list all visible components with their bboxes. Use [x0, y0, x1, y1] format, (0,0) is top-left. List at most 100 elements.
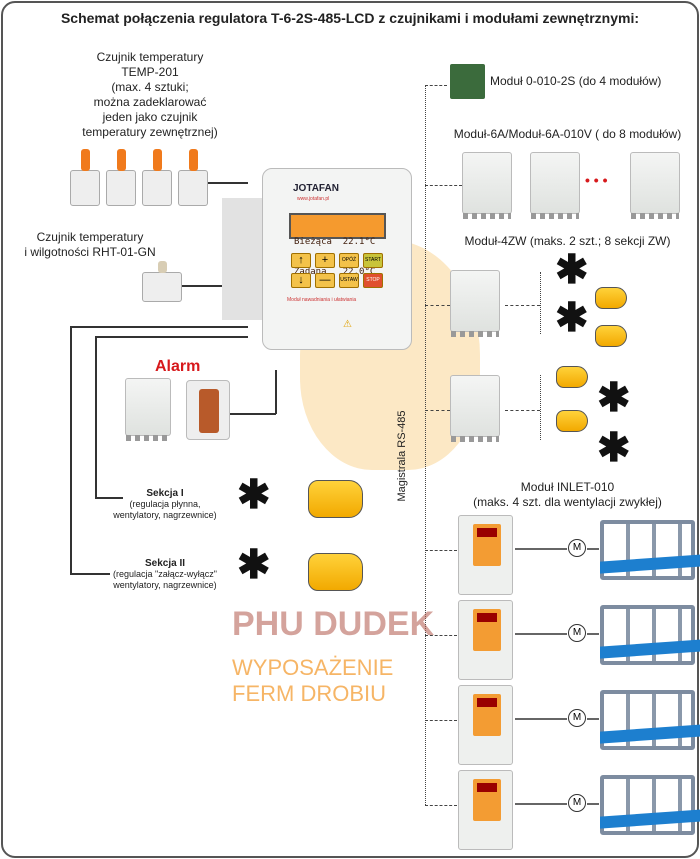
label-line: (regulacja "załącz-wyłącz" [113, 569, 217, 579]
wire [70, 573, 110, 575]
humidity-sensor-label: Czujnik temperatury i wilgotności RHT-01… [10, 230, 170, 260]
down-button[interactable]: ↓ [291, 273, 311, 288]
wire [70, 326, 248, 328]
bus-wire [425, 635, 457, 636]
watermark-text: PHU DUDEK [232, 605, 435, 643]
wire [95, 497, 123, 499]
wire [587, 803, 599, 805]
title: Schemat połączenia regulatora T-6-2S-485… [60, 10, 640, 26]
wire [70, 326, 72, 574]
fan-icon: ✱ [237, 473, 271, 517]
module-4zw-2 [450, 375, 500, 442]
controller: JOTAFAN www.jotafan.pl Bieżąca 22.1°C Za… [262, 168, 412, 350]
bus-label: Magistrala RS-485 [396, 410, 408, 502]
label-line: i wilgotności RHT-01-GN [24, 245, 156, 259]
wire [515, 548, 567, 550]
section-2-label: Sekcja II (regulacja "załącz-wyłącz" wen… [100, 558, 230, 591]
bus-wire [425, 550, 457, 551]
start-button[interactable]: START [363, 253, 383, 268]
label-line: (max. 4 sztuki; [111, 80, 189, 94]
opoz-button[interactable]: OPÓŹ [339, 253, 359, 268]
wire [515, 803, 567, 805]
motor-icon: M [568, 624, 586, 642]
module-4zw-1 [450, 270, 500, 337]
temp-sensor-label: Czujnik temperatury TEMP-201 (max. 4 szt… [60, 50, 240, 140]
wire [505, 305, 540, 306]
label-line: Czujnik temperatury [36, 230, 144, 244]
display-line-set: Zadana 22.0°C [294, 267, 376, 277]
bus-wire [425, 720, 457, 721]
fan-icon: ✱ [597, 376, 631, 420]
section-title: Sekcja I [146, 488, 184, 499]
rs485-bus [425, 85, 426, 805]
watermark-subtext: WYPOSAŻENIE FERM DROBIU [232, 655, 394, 706]
wire [587, 718, 599, 720]
brand-logo: JOTAFAN [293, 183, 339, 194]
heater-icon [308, 553, 363, 591]
label-line: wentylatory, nagrzewnice) [113, 510, 217, 520]
temp-sensor-4 [178, 149, 208, 206]
wire [208, 182, 248, 184]
module-4zw-label: Moduł-4ZW (maks. 2 szt.; 8 sekcji ZW) [464, 234, 671, 248]
fan-icon: ✱ [237, 543, 271, 587]
fan-icon: ✱ [555, 248, 589, 292]
section-1-label: Sekcja I (regulacja płynna, wentylatory,… [100, 488, 230, 521]
motor-icon: M [568, 539, 586, 557]
wire [587, 633, 599, 635]
wire [95, 336, 248, 338]
temp-sensor-1 [70, 149, 100, 206]
wire [515, 718, 567, 720]
module-0010-board [450, 64, 485, 99]
stop-button[interactable]: STOP [363, 273, 383, 288]
label-line: (regulacja płynna, [129, 499, 201, 509]
wire [95, 336, 97, 498]
heater-icon [595, 325, 627, 347]
bus-wire [425, 410, 450, 411]
wire [182, 285, 248, 287]
plus-button[interactable]: + [315, 253, 335, 268]
wire [275, 370, 277, 414]
bus-wire [425, 805, 457, 806]
air-inlet [600, 520, 700, 580]
temp-sensor-2 [106, 149, 136, 206]
display-line-current: Bieżąca 22.1°C [294, 237, 376, 247]
inlet-module-2 [458, 600, 513, 680]
minus-button[interactable]: — [315, 273, 335, 288]
bus-wire [425, 85, 447, 86]
air-inlet [600, 775, 700, 835]
inlet-module-3 [458, 685, 513, 765]
ustaw-button[interactable]: USTAW [339, 273, 359, 288]
heater-icon [556, 410, 588, 432]
label-line: wentylatory, nagrzewnice) [113, 580, 217, 590]
siren [186, 380, 230, 440]
module-6a-n [630, 152, 680, 219]
module-6a-2 [530, 152, 580, 219]
brand-website: www.jotafan.pl [297, 196, 330, 202]
up-button[interactable]: ↑ [291, 253, 311, 268]
heater-icon [556, 366, 588, 388]
air-inlet [600, 605, 700, 665]
wire [540, 272, 541, 334]
fan-icon: ✱ [555, 296, 589, 340]
alarm-label: Alarm [155, 358, 201, 375]
module-0010-label: Moduł 0-010-2S (do 4 modułów) [490, 74, 662, 88]
wire [230, 413, 276, 415]
mounting-plate [222, 198, 266, 320]
warning-icon: ⚠ [343, 319, 352, 330]
wire [587, 548, 599, 550]
wire [540, 375, 541, 440]
wire [505, 410, 540, 411]
temp-sensor-3 [142, 149, 172, 206]
label-line: (maks. 4 szt. dla wentylacji zwykłej) [473, 495, 662, 509]
label-line: Moduł INLET-010 [520, 480, 615, 494]
inlet-label: Moduł INLET-010 (maks. 4 szt. dla wentyl… [440, 480, 695, 510]
humidity-sensor [142, 261, 182, 302]
module-6a-label: Moduł-6A/Moduł-6A-010V ( do 8 modułów) [453, 127, 682, 141]
controller-caption: Moduł nawadniania i ułatwiania [287, 297, 357, 303]
label-line: Czujnik temperatury [96, 50, 204, 64]
inlet-module-4 [458, 770, 513, 850]
motor-icon: M [568, 794, 586, 812]
bus-wire [425, 305, 450, 306]
module-6a-1 [462, 152, 512, 219]
